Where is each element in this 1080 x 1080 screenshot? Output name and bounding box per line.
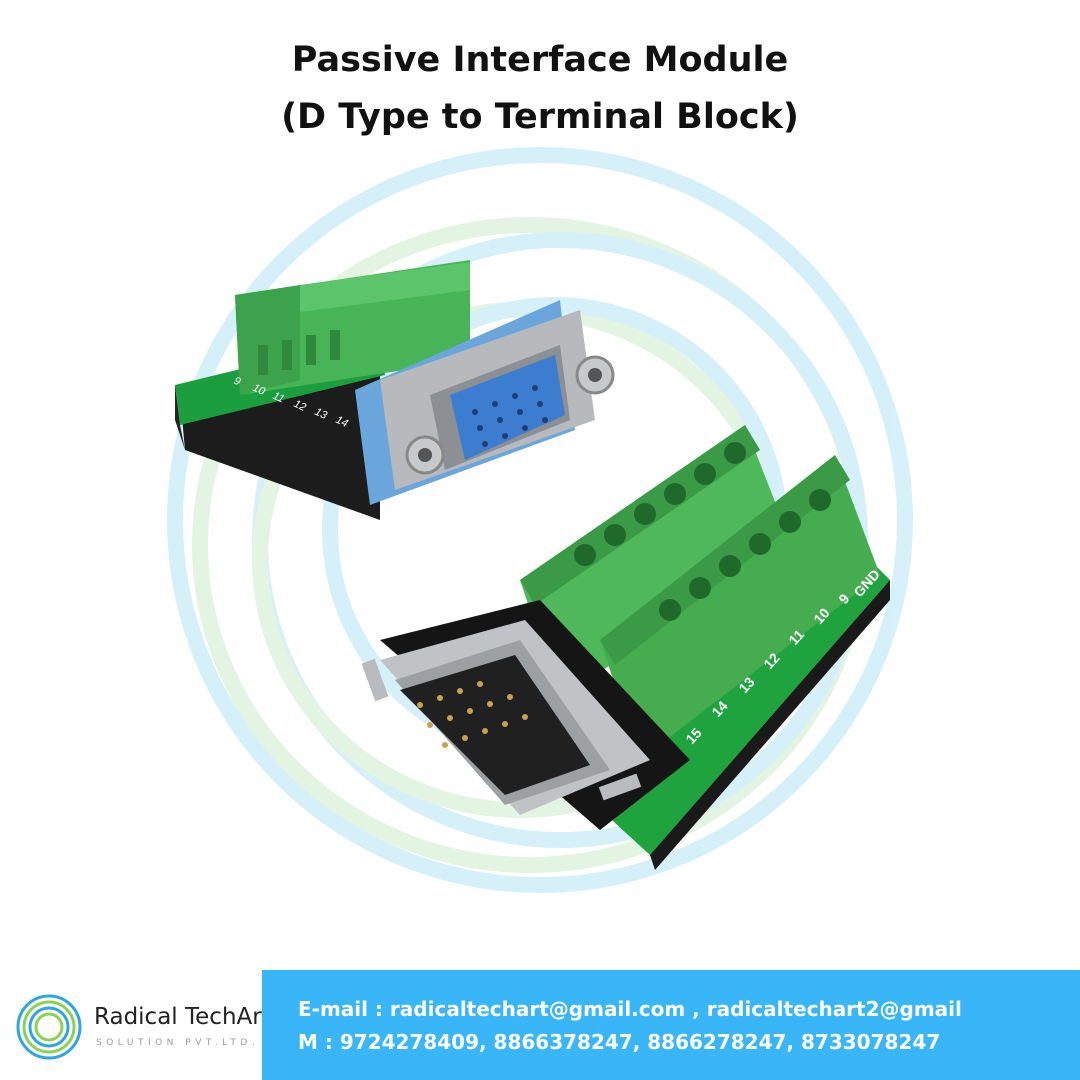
email-contact: E-mail : radicaltechart@gmail.com , radi…: [298, 997, 962, 1021]
radical-techart-logo-icon: [16, 994, 82, 1060]
page-title: Passive Interface Module: [291, 40, 789, 80]
male-d-type-module: 15 14 13 12 11 10 9 GND: [361, 425, 890, 870]
brand-subtitle: SOLUTION PVT.LTD.: [96, 1038, 260, 1048]
svg-text:10: 10: [251, 382, 268, 398]
page-subtitle: (D Type to Terminal Block): [281, 97, 799, 137]
female-d-type-module: 9 10 11 12 13 14: [175, 260, 615, 520]
svg-text:11: 11: [271, 390, 286, 406]
svg-text:9: 9: [232, 375, 243, 388]
svg-text:12: 12: [292, 398, 308, 414]
footer-brand-area: [0, 970, 262, 1080]
brand-name: Radical TechArt: [94, 1004, 271, 1030]
top-left-pin-labels: 9 10 11 12 13 14: [232, 375, 350, 430]
contact-band: [262, 970, 1080, 1080]
mobile-contact: M : 9724278409, 8866378247, 8866278247, …: [298, 1030, 941, 1054]
svg-text:13: 13: [313, 406, 330, 422]
svg-text:14: 14: [334, 414, 350, 430]
